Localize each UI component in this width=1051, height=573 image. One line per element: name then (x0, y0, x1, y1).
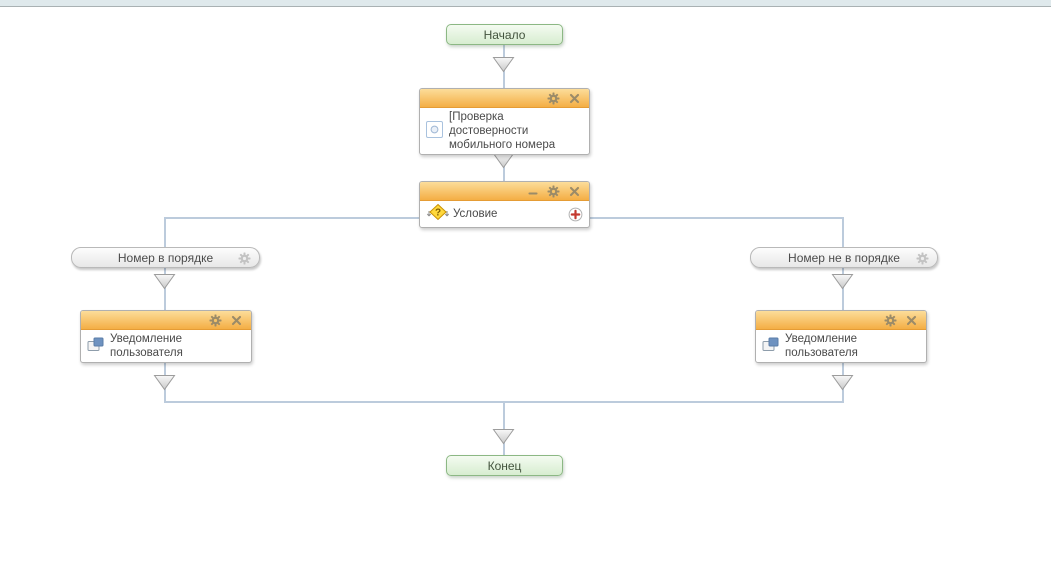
close-icon[interactable] (906, 315, 917, 326)
user-notification-icon (762, 337, 779, 356)
condition-header (420, 182, 589, 201)
notify-fail-title: Уведомление пользователя (785, 333, 858, 359)
branch-fail-label: Номер не в порядке (788, 250, 900, 265)
verify-task-header (420, 89, 589, 108)
top-strip (0, 0, 1051, 7)
arrow-down-icon (492, 57, 515, 73)
arrow-down-icon (492, 429, 515, 445)
notify-ok-header (81, 311, 251, 330)
branch-ok-label: Номер в порядке (117, 250, 214, 265)
verify-task-title: [Проверка достоверности мобильного номер… (449, 111, 556, 151)
connector-line (590, 217, 844, 219)
gear-icon[interactable] (916, 252, 929, 268)
gear-icon[interactable] (547, 185, 560, 198)
connector-line (164, 217, 420, 219)
connector-line (164, 217, 166, 247)
user-notification-icon (87, 337, 104, 356)
close-icon[interactable] (569, 186, 580, 197)
notify-fail-body: Уведомление пользователя (756, 330, 926, 362)
close-icon[interactable] (569, 93, 580, 104)
end-node-label: Конец (487, 458, 522, 473)
arrow-down-icon (153, 375, 176, 391)
branch-ok-pill[interactable]: Номер в порядке (71, 247, 260, 268)
arrow-down-icon (153, 274, 176, 290)
gear-icon[interactable] (238, 252, 251, 268)
add-branch-icon[interactable] (568, 207, 583, 222)
connector-line (503, 401, 505, 455)
notify-fail-node[interactable]: Уведомление пользователя (755, 310, 927, 363)
start-node-label: Начало (483, 27, 526, 42)
verify-task-body: [Проверка достоверности мобильного номер… (420, 108, 589, 154)
start-node[interactable]: Начало (446, 24, 563, 45)
svg-text:?: ? (435, 208, 441, 219)
condition-diamond-icon: ? (426, 203, 450, 225)
arrow-down-icon (831, 274, 854, 290)
notify-ok-title: Уведомление пользователя (110, 333, 183, 359)
arrow-down-icon (831, 375, 854, 391)
verify-task-node[interactable]: [Проверка достоверности мобильного номер… (419, 88, 590, 155)
condition-title: Условие (453, 208, 498, 220)
notify-ok-body: Уведомление пользователя (81, 330, 251, 362)
close-icon[interactable] (231, 315, 242, 326)
condition-node[interactable]: ? Условие (419, 181, 590, 228)
gear-icon[interactable] (209, 314, 222, 327)
notify-fail-header (756, 311, 926, 330)
minimize-icon[interactable] (528, 186, 538, 197)
connector-line (842, 217, 844, 247)
condition-body: ? Условие (420, 201, 589, 227)
gear-icon[interactable] (547, 92, 560, 105)
notify-ok-node[interactable]: Уведомление пользователя (80, 310, 252, 363)
end-node[interactable]: Конец (446, 455, 563, 476)
gear-icon[interactable] (884, 314, 897, 327)
process-task-icon (426, 120, 443, 142)
branch-fail-pill[interactable]: Номер не в порядке (750, 247, 938, 268)
